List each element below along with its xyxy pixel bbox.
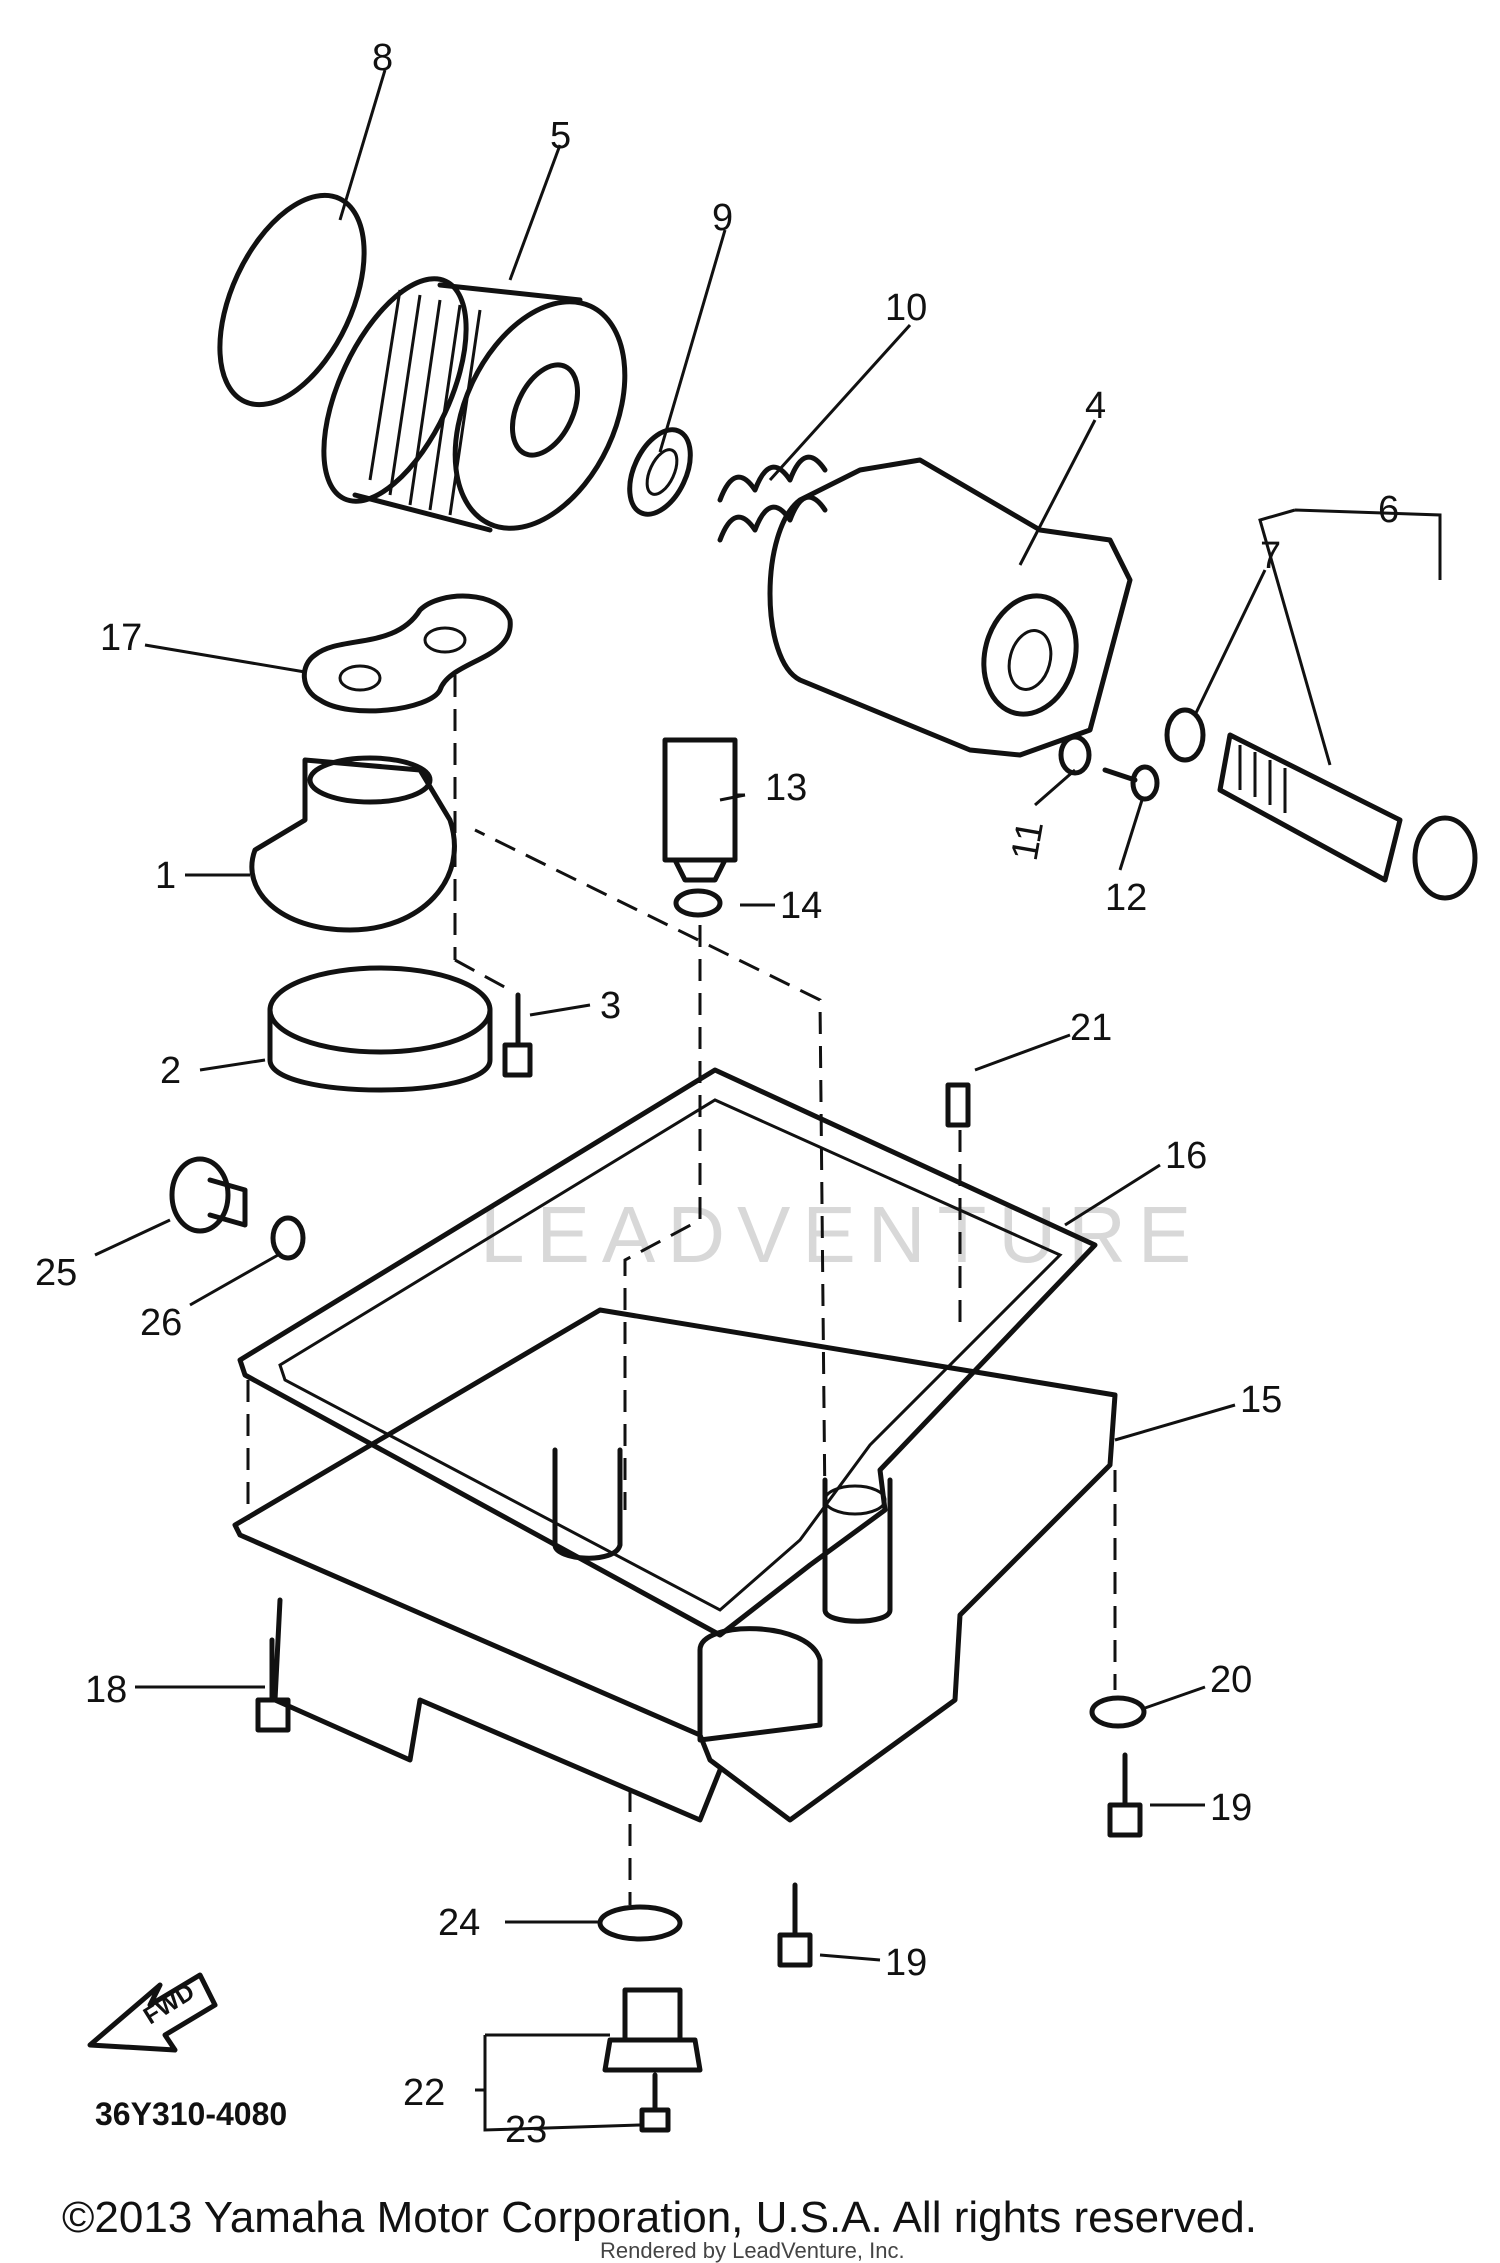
- callout-4: 4: [1085, 385, 1106, 427]
- callout-13: 13: [765, 767, 807, 809]
- diagram-code: 36Y310-4080: [95, 2096, 287, 2132]
- callout-5: 5: [550, 115, 571, 157]
- callout-21: 21: [1070, 1007, 1112, 1049]
- fwd-arrow-icon: [87, 1972, 218, 2053]
- alignment-lines: [246, 675, 1117, 1905]
- callout-12: 12: [1105, 877, 1147, 919]
- callout-20: 20: [1210, 1659, 1252, 1701]
- callout-24: 24: [438, 1902, 480, 1944]
- callout-15: 15: [1240, 1379, 1282, 1421]
- spring-part-10: [717, 454, 828, 543]
- callout-16: 16: [1165, 1135, 1207, 1177]
- copyright-notice: ©2013 Yamaha Motor Corporation, U.S.A. A…: [62, 2193, 1257, 2242]
- screw-part-23: [639, 2072, 671, 2133]
- callout-19-bottom: 19: [885, 1942, 927, 1984]
- callout-6: 6: [1378, 489, 1399, 531]
- callout-7: 7: [1260, 535, 1281, 577]
- o-ring-part-14: [673, 888, 723, 918]
- plug-part-25: [169, 1156, 248, 1234]
- gasket-part-17: [301, 593, 513, 714]
- o-ring-part-8: [217, 192, 367, 408]
- washer-part-20: [1089, 1695, 1147, 1729]
- callout-23: 23: [505, 2109, 547, 2151]
- bolt-part-19-right: [1107, 1752, 1143, 1838]
- o-ring-part-26: [270, 1215, 306, 1261]
- callout-25: 25: [35, 1252, 77, 1294]
- oil-pan-gasket-part-16: [237, 1067, 1098, 1638]
- callout-18: 18: [85, 1669, 127, 1711]
- callout-8: 8: [372, 37, 393, 79]
- strainer-part-2: [267, 965, 493, 1093]
- callout-17: 17: [100, 617, 142, 659]
- leader-lines: [94, 69, 1442, 2132]
- callout-10: 10: [885, 287, 927, 329]
- union-bolt-part-6: [1164, 707, 1478, 901]
- dowel-pin-part-21: [945, 1082, 971, 1128]
- callout-9: 9: [712, 197, 733, 239]
- relief-valve-part-13: [662, 737, 738, 883]
- filter-cover-part-4: [767, 457, 1133, 758]
- callout-3: 3: [600, 985, 621, 1027]
- callout-26: 26: [140, 1302, 182, 1344]
- callout-19-right: 19: [1210, 1787, 1252, 1829]
- bolt-part-3: [502, 992, 533, 1078]
- gasket-part-24: [597, 1904, 683, 1942]
- washer-part-9: [627, 427, 693, 517]
- bolt-part-19-bottom: [777, 1882, 813, 1968]
- callout-1: 1: [155, 855, 176, 897]
- callout-22: 22: [403, 2072, 445, 2114]
- rendered-by-credit: Rendered by LeadVenture, Inc.: [600, 2238, 905, 2263]
- screw-part-12: [1102, 764, 1160, 802]
- callout-14: 14: [780, 885, 822, 927]
- callout-2: 2: [160, 1050, 181, 1092]
- oil-filter-element-part-5: [321, 276, 628, 533]
- bolt-part-18: [255, 1637, 291, 1733]
- washer-part-11: [1058, 734, 1092, 776]
- callout-numbers: 8 5 9 10 4 6 7 17 13 11 12 1 14 3 21 2 1…: [35, 37, 1399, 2151]
- drain-plug-part-22: [602, 1987, 703, 2073]
- watermark: LEADVENTURE: [480, 1190, 1203, 1279]
- callout-11: 11: [1004, 818, 1052, 864]
- strainer-housing-part-1: [249, 755, 457, 933]
- oil-pan-part-15: [232, 1307, 1118, 1823]
